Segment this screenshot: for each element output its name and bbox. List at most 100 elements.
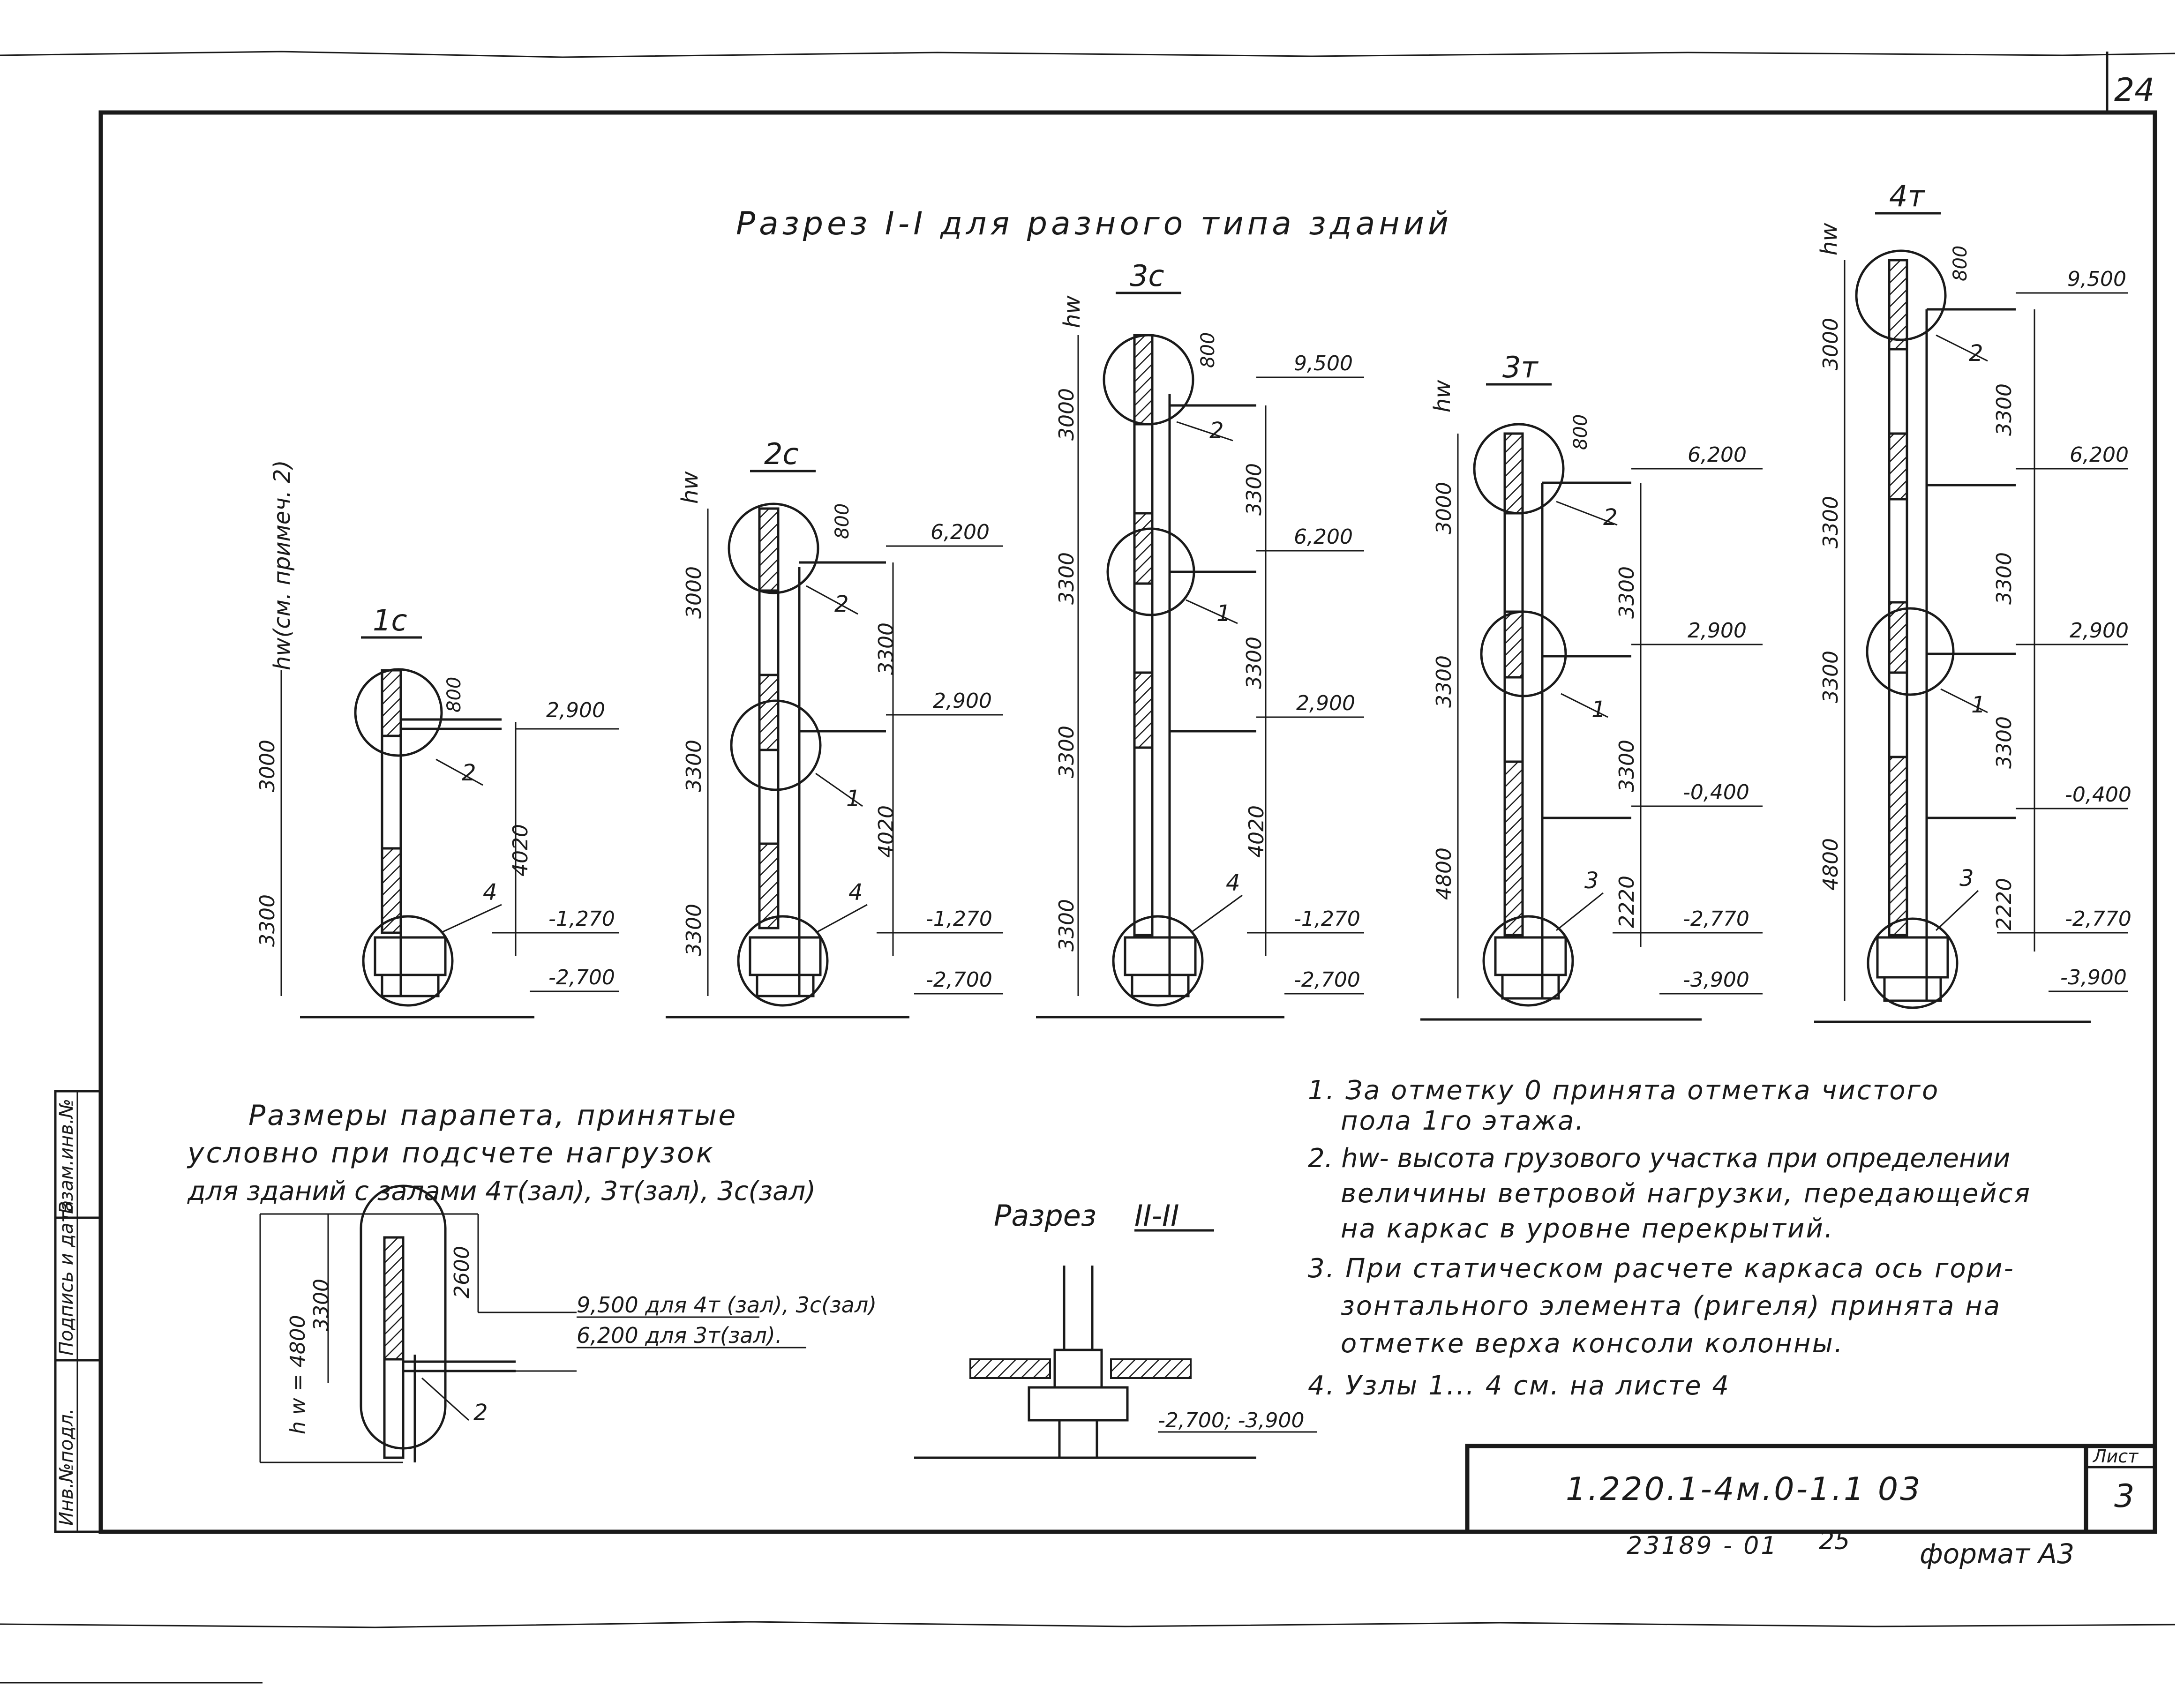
level: -3,900: [1683, 968, 1749, 992]
level: 6,200: [2070, 443, 2129, 467]
note-line: 4. Узлы 1... 4 см. на листе 4: [1308, 1371, 1730, 1401]
scan-edges: [0, 51, 2176, 1684]
dim-inner: 800: [1570, 414, 1591, 450]
dim-inner: 3300: [1992, 383, 2016, 436]
dim-left: 3000: [255, 740, 279, 792]
parapet-caption-line: Размеры парапета, принятые: [248, 1099, 737, 1132]
node-callout: 2: [473, 1400, 488, 1426]
level: -1,270: [548, 907, 615, 931]
page-number: 24: [2114, 72, 2155, 109]
hw-label: hw: [1429, 380, 1456, 412]
section-label: 2с: [764, 437, 799, 471]
dim-left: 3000: [1055, 388, 1079, 441]
level: -2,770: [1683, 907, 1749, 931]
node-callout: 4: [483, 879, 497, 906]
note-line: зонтального элемента (ригеля) принята на: [1341, 1291, 2001, 1321]
dim-inner: 3300: [1615, 740, 1639, 792]
level: 6,200: [1294, 525, 1353, 549]
hw-label: hw: [1059, 295, 1085, 328]
stamp-signature: Подпись и дата: [56, 1200, 77, 1356]
dim-inner: 800: [443, 677, 465, 712]
note-line: 1. За отметку 0 принята отметка чистого: [1308, 1075, 1939, 1106]
dim-left: 4800: [1819, 838, 1843, 891]
level: 2,900: [2070, 619, 2129, 643]
note-line: 3. При статическом расчете каркаса ось г…: [1308, 1253, 2015, 1284]
inventory-suffix: 25: [1819, 1527, 1850, 1555]
section-2c: 2с hw 3000 3300 3300 800 3300 4020 6,200…: [666, 437, 1003, 1019]
dim-left: 3300: [1055, 726, 1079, 778]
dim-inner: 4020: [874, 805, 898, 858]
section2-roman: II-II: [1134, 1199, 1179, 1233]
dim-inner: 3300: [1242, 463, 1266, 516]
dim-left: 3300: [1819, 651, 1843, 703]
level: -1,270: [1294, 907, 1360, 931]
dim-left: 3300: [1055, 899, 1079, 952]
note-line: на каркас в уровне перекрытий.: [1341, 1214, 1834, 1244]
node-callout: 2: [1603, 504, 1618, 531]
parapet-dim-outer: 3300: [309, 1279, 333, 1331]
parapet-caption-line: условно при подсчете нагрузок: [187, 1137, 715, 1169]
level: -3,900: [2060, 966, 2127, 989]
level: -2,700: [548, 966, 615, 989]
level: -1,270: [926, 907, 992, 931]
drawing-frame: [98, 52, 2157, 1534]
section2-title: Разрез: [994, 1199, 1096, 1233]
level: 6,200: [931, 520, 990, 544]
section-3t: 3т hw 3000 3300 4800 800 3300 3300 2220 …: [1420, 350, 1763, 1021]
level: -0,400: [2065, 783, 2131, 807]
node-callout: 1: [1216, 600, 1231, 627]
hw-label: hw: [677, 471, 703, 504]
node-callout: 3: [1584, 868, 1599, 894]
section-label: 3с: [1130, 259, 1164, 293]
note-line: пола 1го этажа.: [1341, 1106, 1585, 1136]
dim-left: 3300: [1819, 496, 1843, 548]
dim-left: 3000: [1819, 318, 1843, 370]
stamp-inventory: Инв.№подл.: [56, 1408, 77, 1526]
parapet-dim-inner: 2600: [450, 1246, 474, 1298]
node-callout: 2: [462, 760, 476, 786]
inventory-number: 23189 - 01: [1627, 1532, 1778, 1560]
stamp-replaced: Взам.инв.№: [56, 1099, 77, 1214]
node-callout: 4: [848, 879, 863, 906]
node-callout: 2: [1969, 340, 1983, 367]
dim-inner: 3300: [1992, 552, 2016, 605]
node-callout: 2: [1209, 418, 1224, 444]
level: 6,200: [1688, 443, 1747, 467]
node-callout: 4: [1226, 870, 1240, 896]
sheet-label: Лист: [2092, 1446, 2139, 1467]
level: 9,500: [1294, 352, 1353, 375]
parapet-caption-line: для зданий с залами 4т(зал), 3т(зал), 3с…: [187, 1176, 816, 1206]
dim-left: 3300: [682, 740, 706, 792]
note-line: величины ветровой нагрузки, передающейся: [1341, 1178, 2031, 1209]
dim-left: 3300: [255, 894, 279, 947]
format-label: формат А3: [1920, 1538, 2074, 1570]
parapet-level-1: 9,500 для 4т (зал), 3с(зал): [577, 1292, 877, 1318]
dim-left: 4800: [1432, 847, 1456, 900]
drawing-designation: 1.220.1-4м.0-1.1 03: [1566, 1471, 1922, 1508]
dim-inner: 800: [832, 503, 853, 539]
dim-inner: 3300: [1615, 566, 1639, 619]
section-3c: 3с hw 3000 3300 3300 3300 800 3300 3300 …: [1036, 259, 1364, 1019]
hw-label: hw(см. примеч. 2): [269, 460, 295, 670]
section-1c: 1с hw(см. примеч. 2) 3000 3300 800 4020 …: [255, 460, 619, 1019]
note-line: отметке верха консоли колонны.: [1341, 1328, 1844, 1359]
side-stamp: Инв.№подл. Подпись и дата Взам.инв.№: [54, 1090, 102, 1533]
note-line: 2. hw- высота грузового участка при опре…: [1308, 1143, 2010, 1174]
dim-inner: 4020: [509, 824, 533, 877]
dim-inner: 2220: [1615, 876, 1639, 928]
dim-left: 3300: [1055, 552, 1079, 605]
dim-left: 3300: [1432, 655, 1456, 708]
section-label: 3т: [1502, 350, 1539, 384]
level: 9,500: [2067, 267, 2126, 291]
dim-inner: 2220: [1992, 878, 2016, 930]
level: -2,770: [2065, 907, 2131, 931]
title-block: 1.220.1-4м.0-1.1 03 Лист 3: [1465, 1444, 2157, 1534]
hw-label: hw: [1816, 223, 1842, 255]
dim-inner: 800: [1950, 246, 1971, 281]
dim-inner: 4020: [1245, 805, 1268, 858]
level: 2,900: [1688, 619, 1747, 643]
notes: 1. За отметку 0 принята отметка чистого …: [1308, 1075, 2031, 1401]
node-callout: 1: [846, 786, 861, 812]
level: -2,700: [1294, 968, 1360, 992]
